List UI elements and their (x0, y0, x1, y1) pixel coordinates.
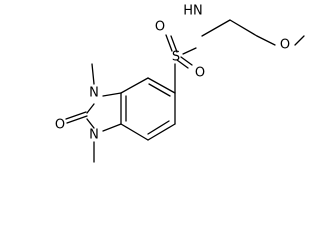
chemical-structure: S O O HN O N N O (55, 4, 305, 163)
carbonyl-oxygen-label: O (55, 118, 65, 133)
ring-nitrogen-top-label: N (89, 86, 99, 101)
amide-nh-label: HN (183, 4, 203, 19)
benzene-ring (120, 77, 176, 141)
imidazolone-ring (65, 63, 122, 163)
ether-oxygen-label: O (280, 38, 290, 53)
sulfonyl-oxygen-bottom-label: O (195, 66, 205, 81)
sulfonamide-chain (165, 19, 305, 94)
sulfur-atom-label: S (172, 50, 180, 65)
atom-labels: S O O HN O N N O (55, 4, 290, 143)
sulfonyl-oxygen-top-label: O (155, 20, 165, 35)
ring-nitrogen-bottom-label: N (89, 128, 99, 143)
